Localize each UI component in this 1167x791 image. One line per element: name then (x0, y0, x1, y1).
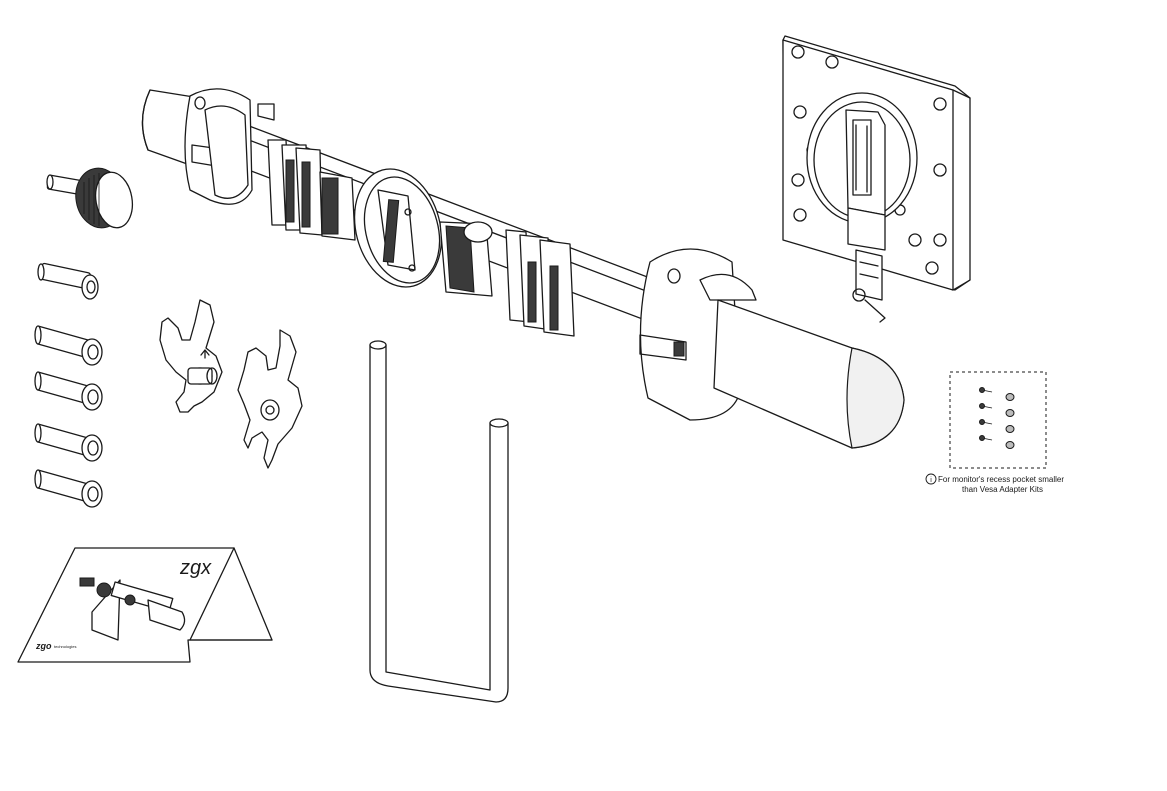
main-bar-assembly (141, 88, 905, 449)
info-icon (925, 473, 937, 485)
manual-footer-logo: zgo (35, 641, 52, 651)
small-parts-box (949, 371, 1047, 469)
hex-cap-screw-3 (34, 423, 103, 462)
manual-brand-logo: zgx (179, 557, 212, 579)
mini-spacers (1005, 393, 1015, 449)
note-line-2: than Vesa Adapter Kits (962, 485, 1043, 494)
clamp-plate-left (159, 299, 223, 413)
note-line-1: For monitor's recess pocket smaller (938, 475, 1064, 484)
info-icon-glyph: i (930, 477, 932, 484)
mini-screws (979, 387, 993, 441)
hex-cap-screw-1 (34, 325, 103, 366)
hex-cap-screw-2 (34, 371, 103, 411)
instruction-manual: zgx zgo technologies (17, 547, 273, 663)
vesa-plate (782, 35, 971, 323)
knob-screw (46, 167, 134, 229)
manual-illustration (79, 577, 186, 641)
info-note: i For monitor's recess pocket smaller th… (925, 473, 1064, 494)
hex-cap-screw-4 (34, 469, 103, 508)
manual-footer-text: technologies (54, 644, 76, 649)
u-rod (369, 340, 509, 703)
clamp-plate-right (237, 329, 303, 469)
flat-head-screw (37, 262, 99, 300)
